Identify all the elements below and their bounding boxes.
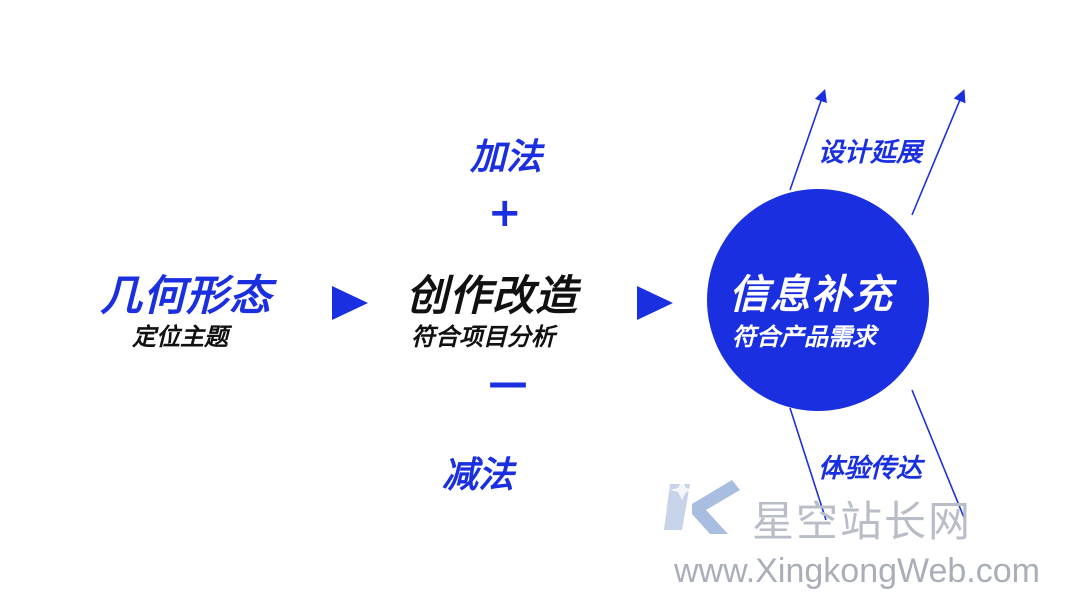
branch-label-top: 设计延展 [818,138,923,168]
minus-icon: — [488,360,528,406]
arrow-right-triangle-icon [637,286,673,320]
middle-title: 创作改造 [406,271,579,320]
minus-label: 减法 [442,455,515,496]
highlight-circle [707,189,929,411]
watermark-name: 星空站长网 [752,498,973,545]
left-title: 几何形态 [100,271,273,320]
left-subtitle: 定位主题 [132,323,228,351]
plus-label: 加法 [470,137,543,178]
arrow-up-icon [789,88,827,191]
right-title: 信息补充 [729,272,893,318]
line-lower-left [789,407,827,521]
arrow-right-triangle-icon [332,286,368,320]
branch-label-bottom: 体验传达 [818,454,923,484]
line-lower-right [911,389,966,521]
middle-subtitle: 符合项目分析 [411,323,555,351]
right-subtitle: 符合产品需求 [732,323,876,351]
plus-icon: + [488,190,522,236]
watermark-logo-icon [664,480,740,534]
watermark-url: www.XingkongWeb.com [674,552,1040,590]
arrow-up-icon [911,89,966,216]
